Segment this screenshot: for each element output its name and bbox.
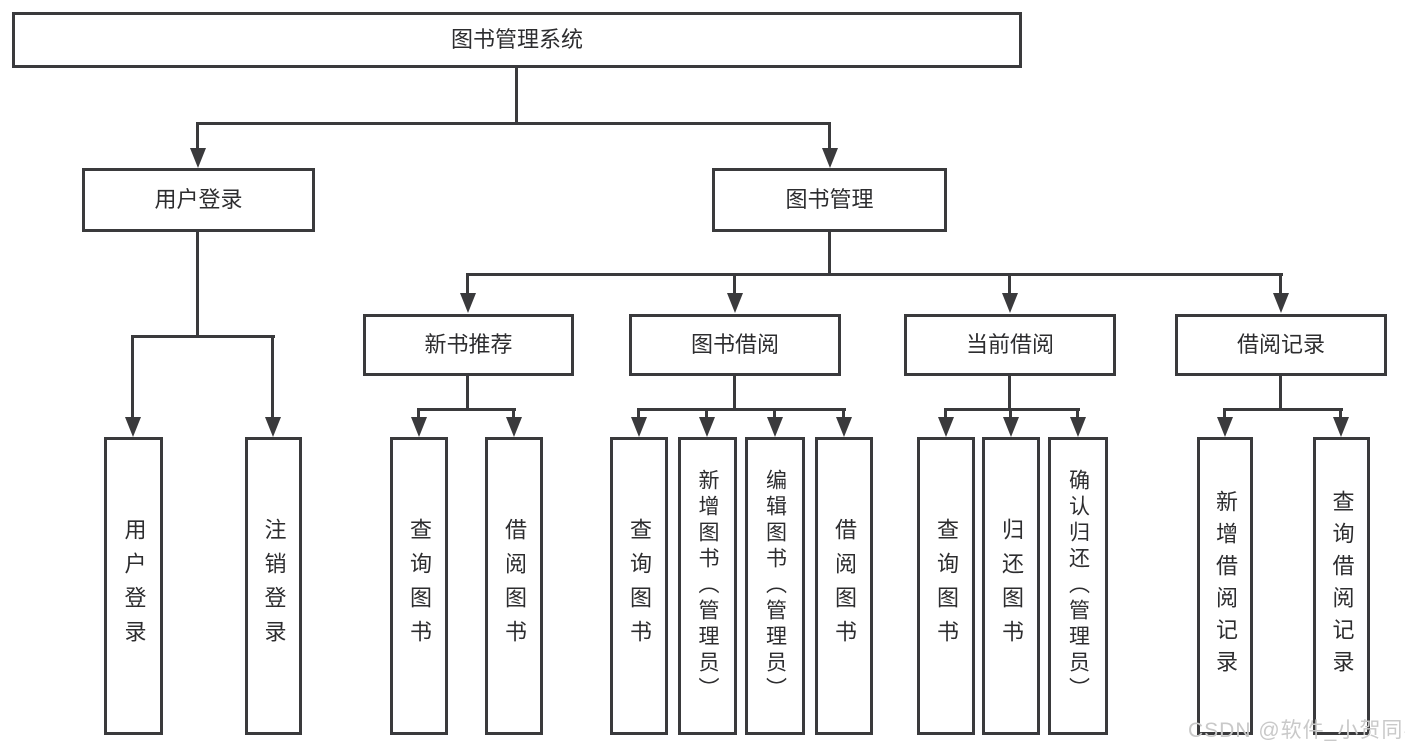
csdn-watermark: CSDN @软件_小贺同学 [1188,719,1405,742]
node-label: 图书借阅 [690,332,779,357]
arrow-down-icon [822,148,838,168]
leaf-cb-return-books: 归还图书 [982,437,1040,735]
node-user-login: 用户登录 [82,168,315,232]
arrow-down-icon [411,417,427,437]
connector-line [773,408,776,419]
arrow-down-icon [727,293,743,313]
connector-line [512,408,515,419]
node-borrowing-records: 借阅记录 [1175,314,1387,376]
connector-line [417,408,420,419]
connector-line [131,335,134,419]
connector-line [196,122,199,150]
arrow-down-icon [1273,293,1289,313]
arrow-down-icon [699,417,715,437]
leaf-br-query-borrow-record: 查询借阅记录 [1313,437,1370,735]
arrow-down-icon [190,148,206,168]
connector-line [1279,273,1282,295]
node-library-system: 图书管理系统 [12,12,1022,68]
leaf-bb-query-books: 查询图书 [610,437,668,735]
node-label: 注销登录 [261,518,287,654]
leaf-bb-borrow-books: 借阅图书 [815,437,873,735]
connector-line [637,408,640,419]
node-book-borrowing: 图书借阅 [629,314,841,376]
node-current-borrowing: 当前借阅 [904,314,1116,376]
arrow-down-icon [836,417,852,437]
node-book-management: 图书管理 [712,168,947,232]
node-label: 新增图书（管理员） [696,469,719,703]
node-label: 借阅图书 [502,518,527,654]
connector-line [828,232,831,276]
connector-line [842,408,845,419]
node-label: 查询图书 [627,518,652,654]
connector-line [1339,408,1342,419]
node-label: 查询借阅记录 [1329,490,1355,682]
connector-line [1076,408,1079,419]
connector-line [733,376,736,411]
connector-line [1008,376,1011,411]
arrow-down-icon [1002,293,1018,313]
node-label: 新书推荐 [424,332,513,357]
node-label: 用户登录 [121,518,147,654]
connector-line [417,408,516,411]
connector-line [1223,408,1226,419]
connector-line [1223,408,1343,411]
leaf-bb-add-books-admin: 新增图书（管理员） [678,437,737,735]
connector-line [515,68,518,122]
node-label: 图书管理系统 [450,27,583,52]
node-label: 归还图书 [999,518,1024,654]
arrow-down-icon [938,417,954,437]
connector-line [1279,376,1282,411]
connector-line [1009,408,1012,419]
node-label: 确认归还（管理员） [1066,469,1090,703]
node-label: 图书管理 [785,187,874,212]
arrow-down-icon [460,293,476,313]
leaf-logout-login: 注销登录 [245,437,302,735]
node-label: 查询图书 [407,518,432,654]
node-label: 编辑图书（管理员） [763,469,787,703]
connector-line [466,273,469,295]
node-label: 新增借阅记录 [1213,490,1238,682]
leaf-nb-borrow-books: 借阅图书 [485,437,543,735]
connector-line [828,122,831,150]
connector-line [733,273,736,295]
node-new-book-recommend: 新书推荐 [363,314,574,376]
connector-line [467,273,1283,276]
arrow-down-icon [506,417,522,437]
connector-line [944,408,947,419]
leaf-cb-confirm-return-admin: 确认归还（管理员） [1048,437,1108,735]
node-label: 借阅记录 [1236,332,1325,357]
connector-line [944,408,1080,411]
connector-line [196,232,199,338]
arrow-down-icon [631,417,647,437]
connector-line [466,376,469,411]
node-label: 借阅图书 [832,518,857,654]
connector-line [197,122,831,125]
arrow-down-icon [1070,417,1086,437]
leaf-cb-query-books: 查询图书 [917,437,975,735]
leaf-nb-query-books: 查询图书 [390,437,448,735]
arrow-down-icon [1333,417,1349,437]
connector-line [271,335,274,419]
arrow-down-icon [125,417,141,437]
arrow-down-icon [767,417,783,437]
arrow-down-icon [1003,417,1019,437]
arrow-down-icon [1217,417,1233,437]
node-label: 当前借阅 [965,332,1054,357]
connector-line [705,408,708,419]
node-label: 查询图书 [934,518,959,654]
connector-line [132,335,275,338]
leaf-bb-edit-books-admin: 编辑图书（管理员） [745,437,805,735]
leaf-user-login: 用户登录 [104,437,163,735]
connector-line [637,408,846,411]
node-label: 用户登录 [154,187,243,212]
connector-line [1008,273,1011,295]
arrow-down-icon [265,417,281,437]
leaf-br-add-borrow-record: 新增借阅记录 [1197,437,1253,735]
